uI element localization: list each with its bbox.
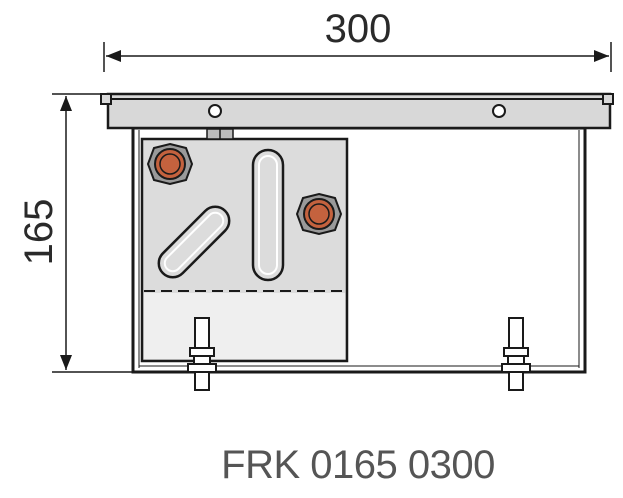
frame-hole-right xyxy=(492,104,506,118)
pipe-fitting-right xyxy=(295,192,343,236)
frame-lip-right xyxy=(602,93,614,105)
diagonal-slot xyxy=(157,205,231,279)
top-frame xyxy=(100,92,614,130)
pipe-fitting-upper-left xyxy=(146,142,194,186)
height-dimension: 165 xyxy=(17,93,140,373)
exchanger-lower-fill xyxy=(144,293,345,359)
frame-hole-left xyxy=(208,104,222,118)
vertical-slot xyxy=(251,148,285,282)
frame-lip-left xyxy=(100,93,112,105)
leveling-foot-right xyxy=(501,317,531,391)
width-dimension: 300 xyxy=(103,7,612,72)
width-label: 300 xyxy=(325,7,392,51)
model-code: FRK 0165 0300 xyxy=(221,443,495,487)
height-label: 165 xyxy=(17,199,61,266)
leveling-foot-left xyxy=(187,317,217,391)
heat-exchanger xyxy=(140,128,349,363)
